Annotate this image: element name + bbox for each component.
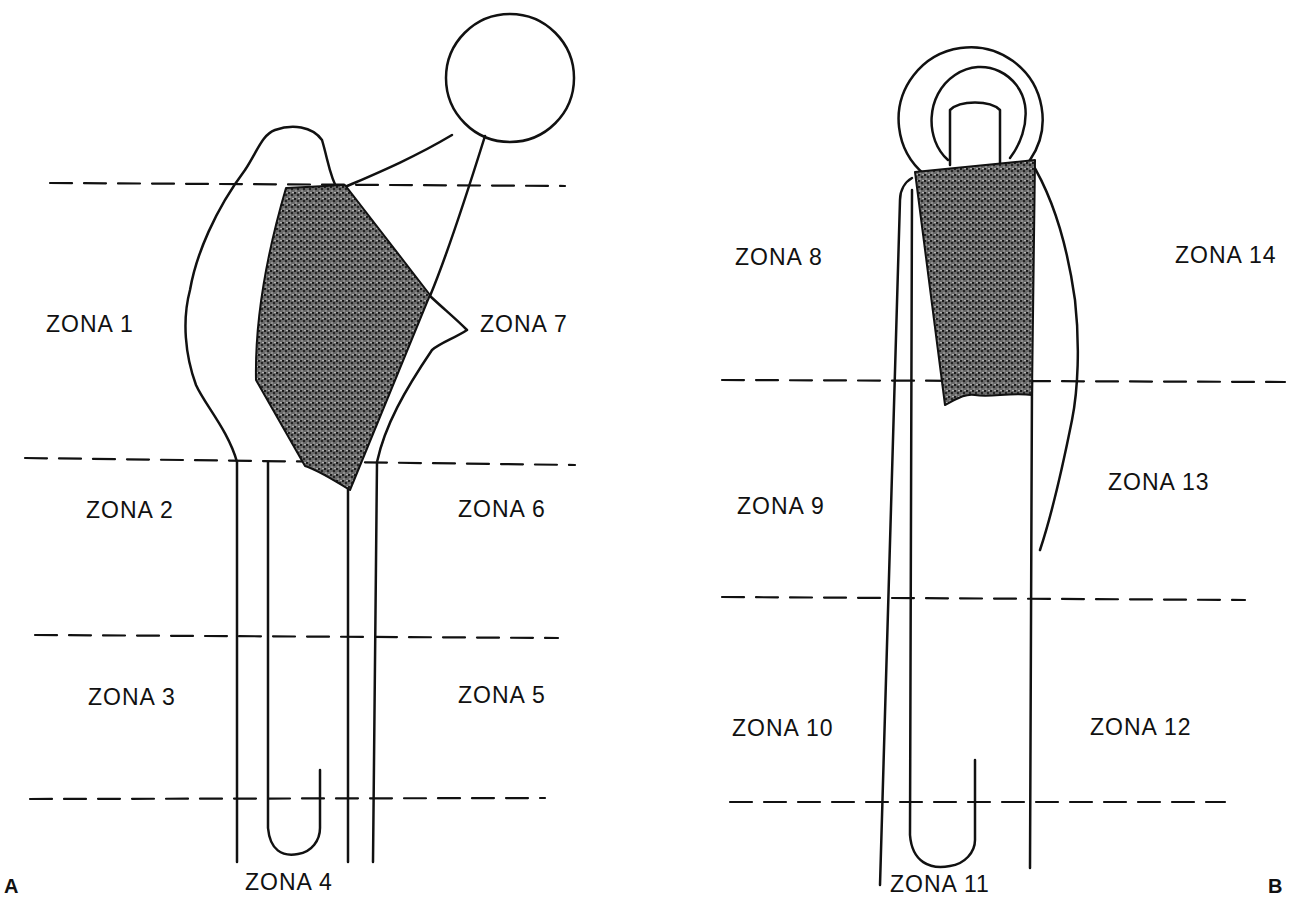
- zone-label: ZONA 12: [1088, 715, 1194, 740]
- zone-label: ZONA 8: [733, 245, 825, 270]
- zone-divider: [722, 380, 1285, 802]
- panel-letter: B: [1266, 875, 1285, 897]
- zone-label: ZONA 5: [456, 683, 548, 708]
- femur-lateral-view: [880, 47, 1078, 885]
- panel-letter: A: [2, 875, 21, 897]
- zone-divider: [25, 183, 575, 799]
- zone-label: ZONA 2: [84, 498, 176, 523]
- zone-label: ZONA 14: [1173, 243, 1279, 268]
- zone-label: ZONA 13: [1106, 470, 1212, 495]
- zone-label: ZONA 9: [735, 494, 827, 519]
- femur-ap-view: [185, 14, 574, 862]
- zone-label: ZONA 3: [86, 685, 178, 710]
- zone-label: ZONA 1: [44, 312, 136, 337]
- zone-label: ZONA 4: [243, 870, 335, 895]
- zone-label: ZONA 11: [888, 872, 992, 897]
- zone-label: ZONA 10: [730, 716, 836, 741]
- zone-label: ZONA 7: [478, 312, 570, 337]
- zone-label: ZONA 6: [456, 497, 548, 522]
